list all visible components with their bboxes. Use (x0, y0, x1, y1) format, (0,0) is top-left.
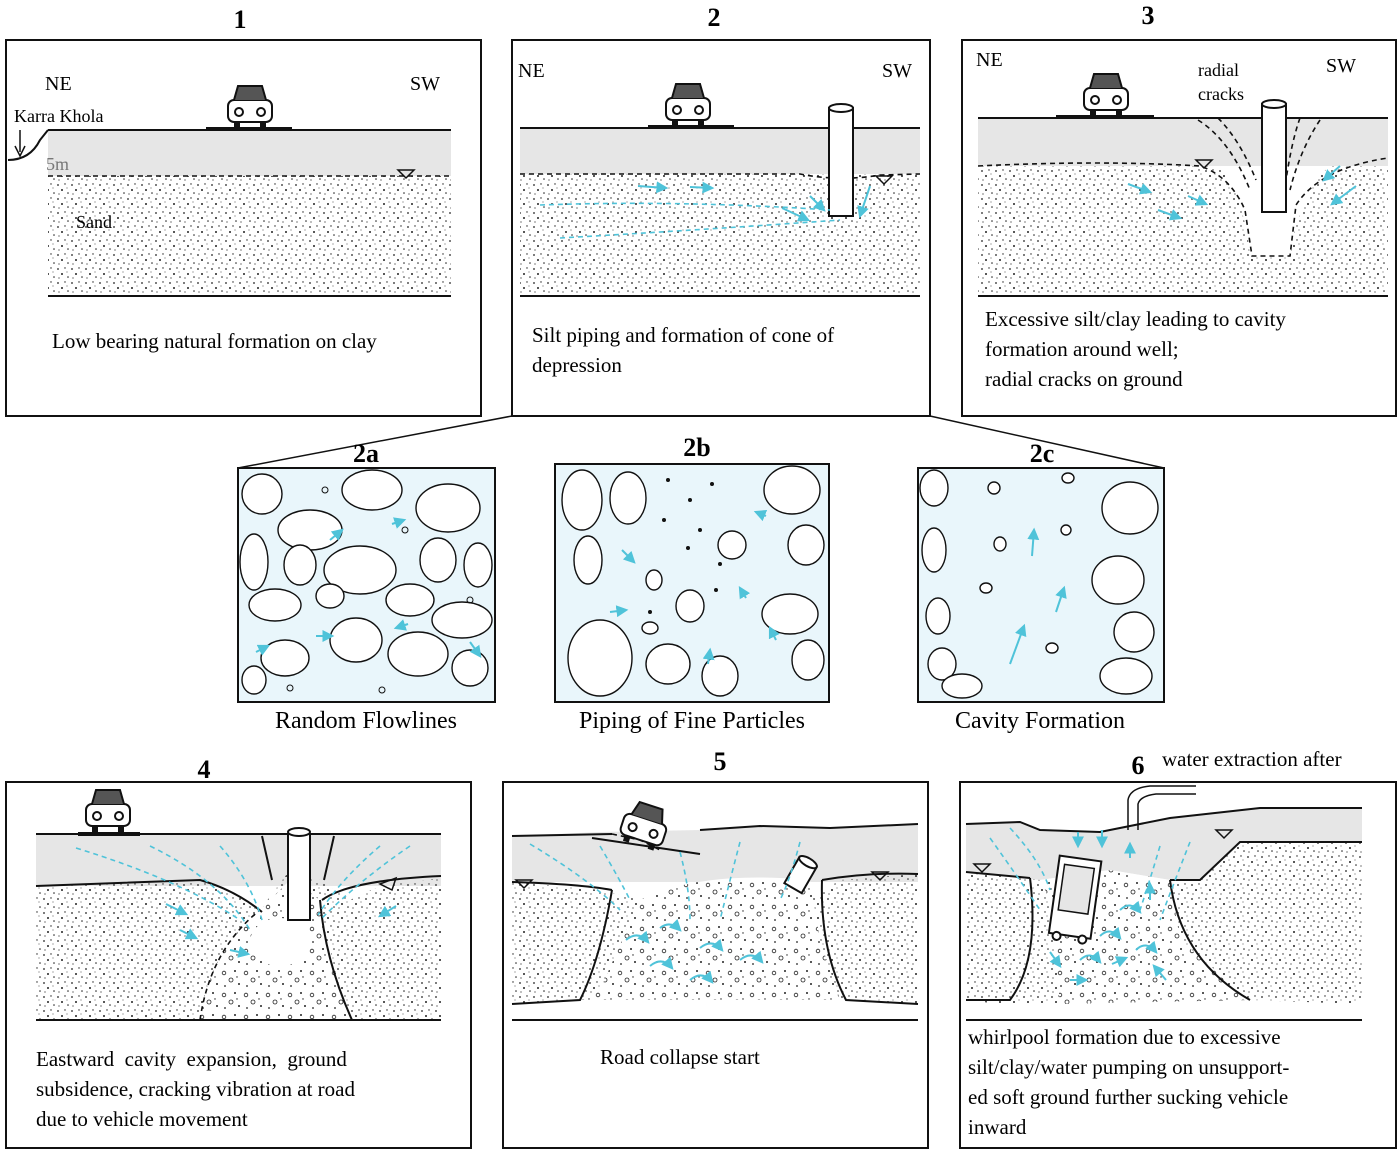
panel-2-caption: Silt piping and formation of cone of dep… (532, 323, 839, 377)
panel-5: 5 (502, 747, 929, 1149)
zoom-2c-caption: Cavity Formation (955, 708, 1125, 734)
zoom-2a-number: 2a (353, 439, 379, 468)
zoom-2b: 2b Piping of Fine Part (554, 433, 830, 734)
panel-6-car-icon (1047, 854, 1103, 945)
panel-5-caption: Road collapse start (600, 1045, 760, 1069)
zoom-2c-number: 2c (1030, 439, 1055, 468)
panel-2-well (828, 107, 854, 217)
panel-3-caption: Excessive silt/clay leading to cavity fo… (985, 307, 1291, 391)
zoom-2c: 2c Cavity Formation (917, 439, 1165, 734)
panel-1-number: 1 (234, 5, 247, 34)
panel-3-sw: SW (1326, 55, 1356, 77)
panel-1-sand-layer (48, 176, 451, 296)
panel-2-ne: NE (518, 60, 545, 82)
panel-1-caption: Low bearing natural formation on clay (52, 329, 377, 353)
panel-3-ne: NE (976, 49, 1003, 71)
zoom-2a-caption: Random Flowlines (275, 708, 457, 734)
panel-2: 2 NE SW Silt piping and formation of con… (511, 3, 931, 417)
zoom-2c-grains (919, 469, 1159, 699)
panel-5-water-table-left-icon (514, 879, 534, 890)
panel-4-well (287, 833, 311, 921)
panel-5-water-table-right-icon (870, 871, 890, 882)
panel-6-number: 6 (1132, 751, 1145, 780)
panel-3-water-table-icon (1194, 159, 1214, 170)
panel-2-sw: SW (882, 60, 912, 82)
panel-4-water-table-icon (378, 876, 398, 892)
panel-1-riverbank (7, 129, 49, 161)
panel-6: 6 water extraction after event (959, 747, 1397, 1149)
panel-1: 1 NE SW Karra Khola 5m Sand Low bearing … (5, 5, 482, 417)
panel-1-river-label: Karra Khola (14, 106, 103, 126)
zoom-connector-left (237, 415, 513, 469)
panel-4-caption: Eastward cavity expansion, ground subsid… (36, 1047, 360, 1131)
panel-4-number: 4 (198, 755, 211, 784)
zoom-connector-right (929, 415, 1165, 469)
panel-3-number: 3 (1142, 1, 1155, 30)
panel-5-number: 5 (714, 747, 727, 776)
zoom-2b-number: 2b (683, 433, 710, 462)
panel-3-well (1261, 103, 1287, 213)
panel-1-water-table-icon (396, 169, 416, 180)
panel-1-sw: SW (410, 73, 440, 95)
panel-6-water-table-left-icon (972, 863, 992, 874)
panel-1-clay-layer (48, 130, 451, 176)
zoom-2a: 2a (237, 439, 496, 734)
panel-1-ne: NE (45, 73, 72, 95)
panel-3: 3 NE SW radial cracks Excessive silt/cla… (961, 1, 1397, 417)
panel-4: 4 Eastward cavity expansion, ground subs… (5, 755, 472, 1149)
panel-5-well (782, 855, 819, 895)
zoom-2a-grains (239, 469, 493, 695)
zoom-2b-grains (561, 465, 825, 697)
panel-5-whirl-arrows (625, 918, 764, 984)
panel-6-water-table-right-icon (1214, 829, 1234, 840)
panel-1-sand-label: Sand (76, 212, 112, 232)
panel-1-depth-label: 5m (46, 154, 69, 174)
panel-2-number: 2 (708, 3, 721, 32)
panel-2-water-table-icon (874, 175, 894, 186)
panel-3-cracks-label: radial cracks (1198, 60, 1244, 104)
zoom-2b-caption: Piping of Fine Particles (579, 708, 805, 734)
panel-6-caption: whirlpool formation due to excessive sil… (968, 1025, 1295, 1139)
panel-1-river-arrow-icon (14, 145, 26, 158)
